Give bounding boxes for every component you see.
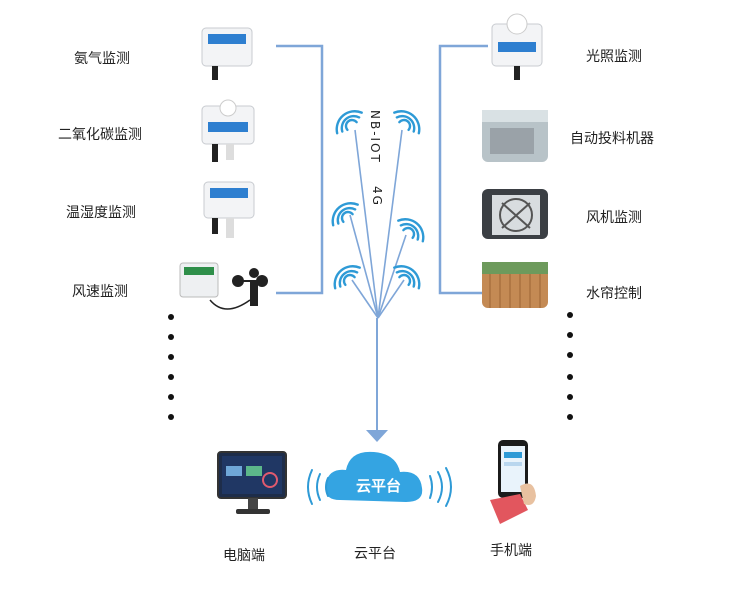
ellipsis-dot (567, 352, 573, 358)
ellipsis-dot (168, 374, 174, 380)
temp-humidity-sensor (203, 181, 255, 238)
fan-photo (482, 189, 548, 239)
pc-monitor-icon (217, 451, 287, 514)
4g-label: 4G (370, 186, 384, 207)
ellipsis-dot (567, 332, 573, 338)
ellipsis-dot (168, 414, 174, 420)
wifi-icon (331, 110, 425, 290)
signal-fan-lines (349, 129, 407, 319)
wind-speed-sensor (179, 262, 268, 310)
water-curtain-photo (482, 262, 548, 308)
wind-speed-label: 风速监测 (72, 284, 128, 300)
co2-sensor (201, 99, 255, 162)
signal-waves (307, 467, 452, 507)
water-curtain-label: 水帘控制 (586, 286, 642, 302)
phone-icon (490, 440, 536, 524)
ammonia-label: 氨气监测 (74, 51, 130, 67)
ellipsis-dot (168, 314, 174, 320)
light-sensor (491, 13, 543, 80)
down-arrow-head (366, 430, 388, 442)
phone-caption: 手机端 (490, 543, 532, 559)
cloud-icon-text: 云平台 (356, 477, 402, 495)
cloud-caption: 云平台 (354, 546, 396, 562)
ellipsis-dot (567, 414, 573, 420)
light-label: 光照监测 (586, 49, 642, 65)
temp-humidity-label: 温湿度监测 (66, 205, 136, 221)
left-bracket-line (276, 44, 324, 295)
auto-feeder-label: 自动投料机器 (570, 131, 654, 147)
fan-label: 风机监测 (586, 210, 642, 226)
ellipsis-dot (567, 312, 573, 318)
ammonia-sensor (201, 27, 253, 80)
nbiot-label: NB-IOT (368, 110, 382, 164)
ellipsis-dot (168, 394, 174, 400)
cloud-icon (325, 451, 423, 502)
right-bracket-line (438, 44, 490, 295)
ellipsis-dot (168, 334, 174, 340)
pc-caption: 电脑端 (223, 548, 265, 564)
co2-label: 二氧化碳监测 (58, 127, 142, 143)
ellipsis-dot (168, 354, 174, 360)
auto-feeder-photo (482, 110, 548, 162)
ellipsis-dot (567, 394, 573, 400)
ellipsis-dot (567, 374, 573, 380)
